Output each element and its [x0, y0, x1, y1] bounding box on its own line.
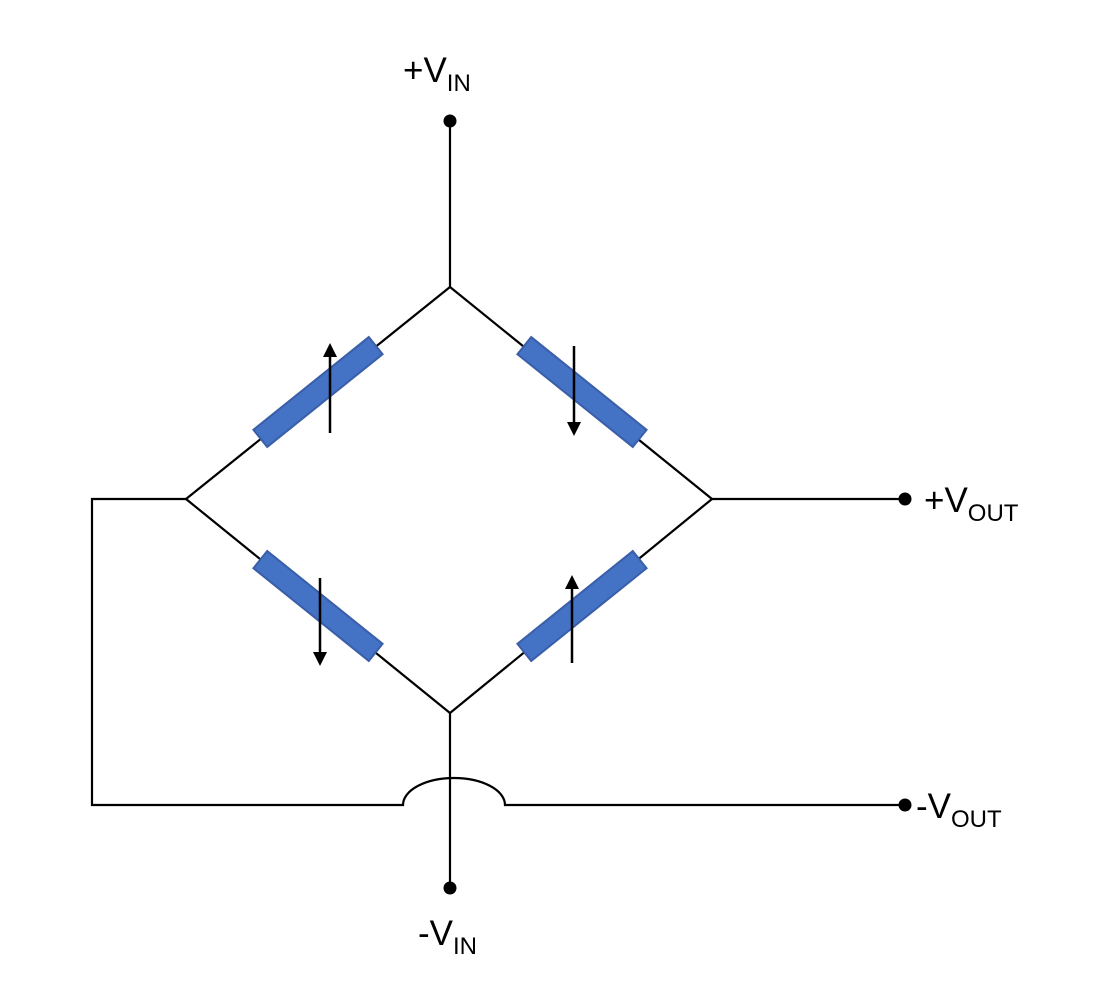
wire-vout-neg-with-hop: [90, 497, 907, 807]
terminal-dots: [443, 114, 912, 895]
strain-gauge-bottom-right: [516, 549, 648, 663]
label-vout-pos: +VOUT: [924, 481, 1019, 527]
strain-gauge-top-right: [516, 335, 648, 449]
label-vout-neg-main: -V: [916, 787, 952, 826]
label-vin-pos: +VIN: [403, 51, 471, 97]
terminal-dot-vout-neg: [898, 798, 912, 812]
label-vin-neg-sub: IN: [453, 933, 477, 960]
terminal-dot-vin-pos: [443, 114, 457, 128]
label-vin-neg: -VIN: [418, 914, 477, 960]
gauge-arrows: [313, 343, 581, 666]
label-vin-pos-sub: IN: [447, 70, 471, 97]
label-vout-neg: -VOUT: [916, 787, 1002, 833]
strain-gauge-top-left: [252, 335, 384, 449]
label-vin-pos-main: +V: [403, 51, 447, 90]
terminal-dot-vin-neg: [443, 881, 457, 895]
label-vout-pos-main: +V: [924, 481, 968, 520]
wires: [90, 119, 907, 890]
label-vin-neg-main: -V: [418, 914, 454, 953]
label-vout-neg-sub: OUT: [951, 806, 1002, 833]
terminal-dot-vout-pos: [898, 492, 912, 506]
strain-gauges: [252, 335, 648, 663]
strain-gauge-bottom-left: [252, 549, 384, 663]
label-vout-pos-sub: OUT: [968, 500, 1019, 527]
